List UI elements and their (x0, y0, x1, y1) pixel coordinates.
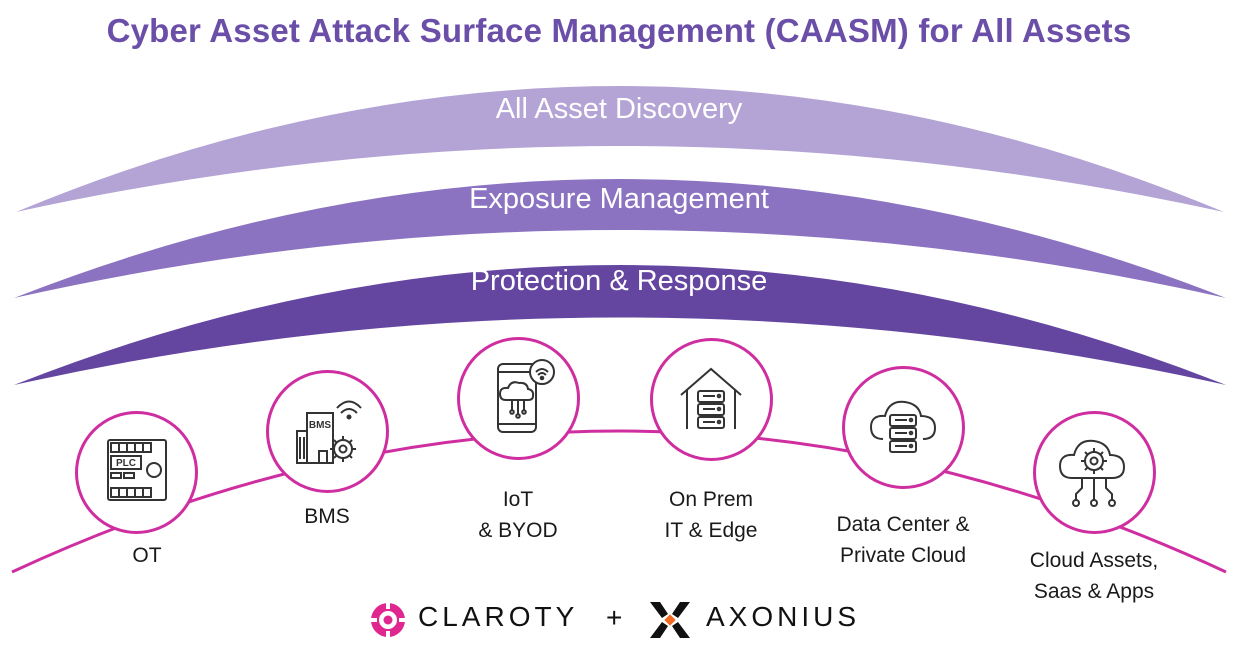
page-title: Cyber Asset Attack Surface Management (C… (106, 12, 1132, 49)
axonius-logo-icon (650, 602, 690, 638)
node-label-ot: OT (132, 544, 162, 567)
node-on-prem (650, 338, 773, 461)
cloud-gear-network-icon (1058, 439, 1126, 507)
layer-label-discovery: All Asset Discovery (495, 93, 743, 125)
house-server-icon (680, 367, 742, 429)
plc-module-icon: PLC (107, 439, 167, 501)
axonius-logo-text: AXONIUS (706, 601, 861, 632)
node-label-on-prem: On Prem IT & Edge (664, 488, 758, 542)
node-iot-byod (457, 337, 580, 460)
layer-band-discovery (16, 86, 1224, 212)
node-cloud-assets (1033, 411, 1156, 534)
cloud-server-icon (869, 400, 937, 453)
partner-logos: CLAROTY + AXONIUS (0, 598, 1238, 642)
node-label-cloud-assets: Cloud Assets, Saas & Apps (1029, 549, 1159, 603)
claroty-logo-text: CLAROTY (418, 601, 579, 632)
layer-band-exposure (14, 179, 1226, 298)
bms-icon-text: BMS (309, 420, 332, 431)
node-label-data-center: Data Center & Private Cloud (836, 513, 970, 567)
logo-plus: + (606, 602, 623, 633)
smartphone-cloud-wifi-icon (497, 359, 555, 433)
layer-label-exposure: Exposure Management (469, 183, 769, 215)
node-label-bms: BMS (304, 505, 350, 528)
node-bms: BMS (266, 370, 389, 493)
layer-band-protection (14, 265, 1226, 385)
node-data-center (842, 366, 965, 489)
claroty-logo-icon (371, 603, 405, 637)
plc-icon-text: PLC (116, 458, 136, 469)
node-label-iot-byod: IoT & BYOD (478, 488, 558, 542)
building-gear-wifi-icon: BMS (296, 400, 362, 464)
node-ot: PLC (75, 411, 198, 534)
layer-label-protection: Protection & Response (470, 265, 768, 297)
